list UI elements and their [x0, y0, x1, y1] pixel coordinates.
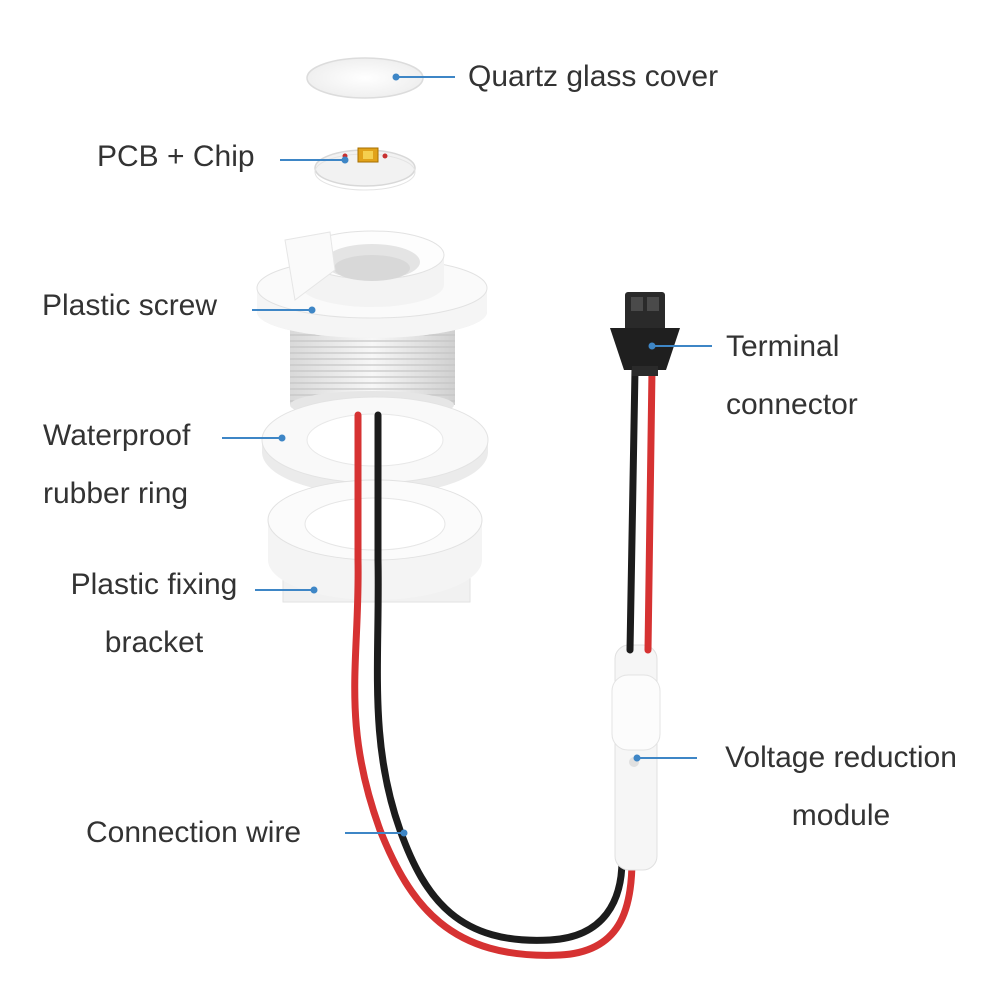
label-pcb-chip: PCB + Chip — [97, 140, 255, 173]
pcb-chip — [314, 147, 416, 191]
label-terminal-connector: Terminal connector — [726, 318, 858, 434]
connection-wire — [351, 411, 636, 959]
label-quartz-glass-cover: Quartz glass cover — [468, 60, 719, 93]
label-terminal-line-2: connector — [726, 388, 858, 421]
label-plastic-fixing-bracket: Plastic fixing bracket — [60, 556, 248, 672]
label-ring-line-1: Waterproof — [43, 419, 191, 452]
label-module-line-1: Voltage reduction — [725, 741, 957, 774]
leader-lines — [222, 73, 712, 837]
label-connection-wire: Connection wire — [86, 816, 302, 849]
label-module-line-2: module — [791, 799, 891, 832]
terminal-connector — [610, 292, 680, 376]
terminal-wire — [626, 366, 656, 654]
plastic-screw — [256, 230, 488, 419]
label-voltage-reduction-module: Voltage reduction module — [710, 729, 972, 845]
label-bracket-line-1: Plastic fixing — [70, 568, 238, 601]
label-plastic-screw: Plastic screw — [42, 289, 218, 322]
label-terminal-line-1: Terminal — [726, 330, 840, 363]
label-bracket-line-2: bracket — [104, 626, 204, 659]
label-waterproof-rubber-ring: Waterproof rubber ring — [43, 407, 190, 523]
label-ring-line-2: rubber ring — [43, 477, 189, 510]
